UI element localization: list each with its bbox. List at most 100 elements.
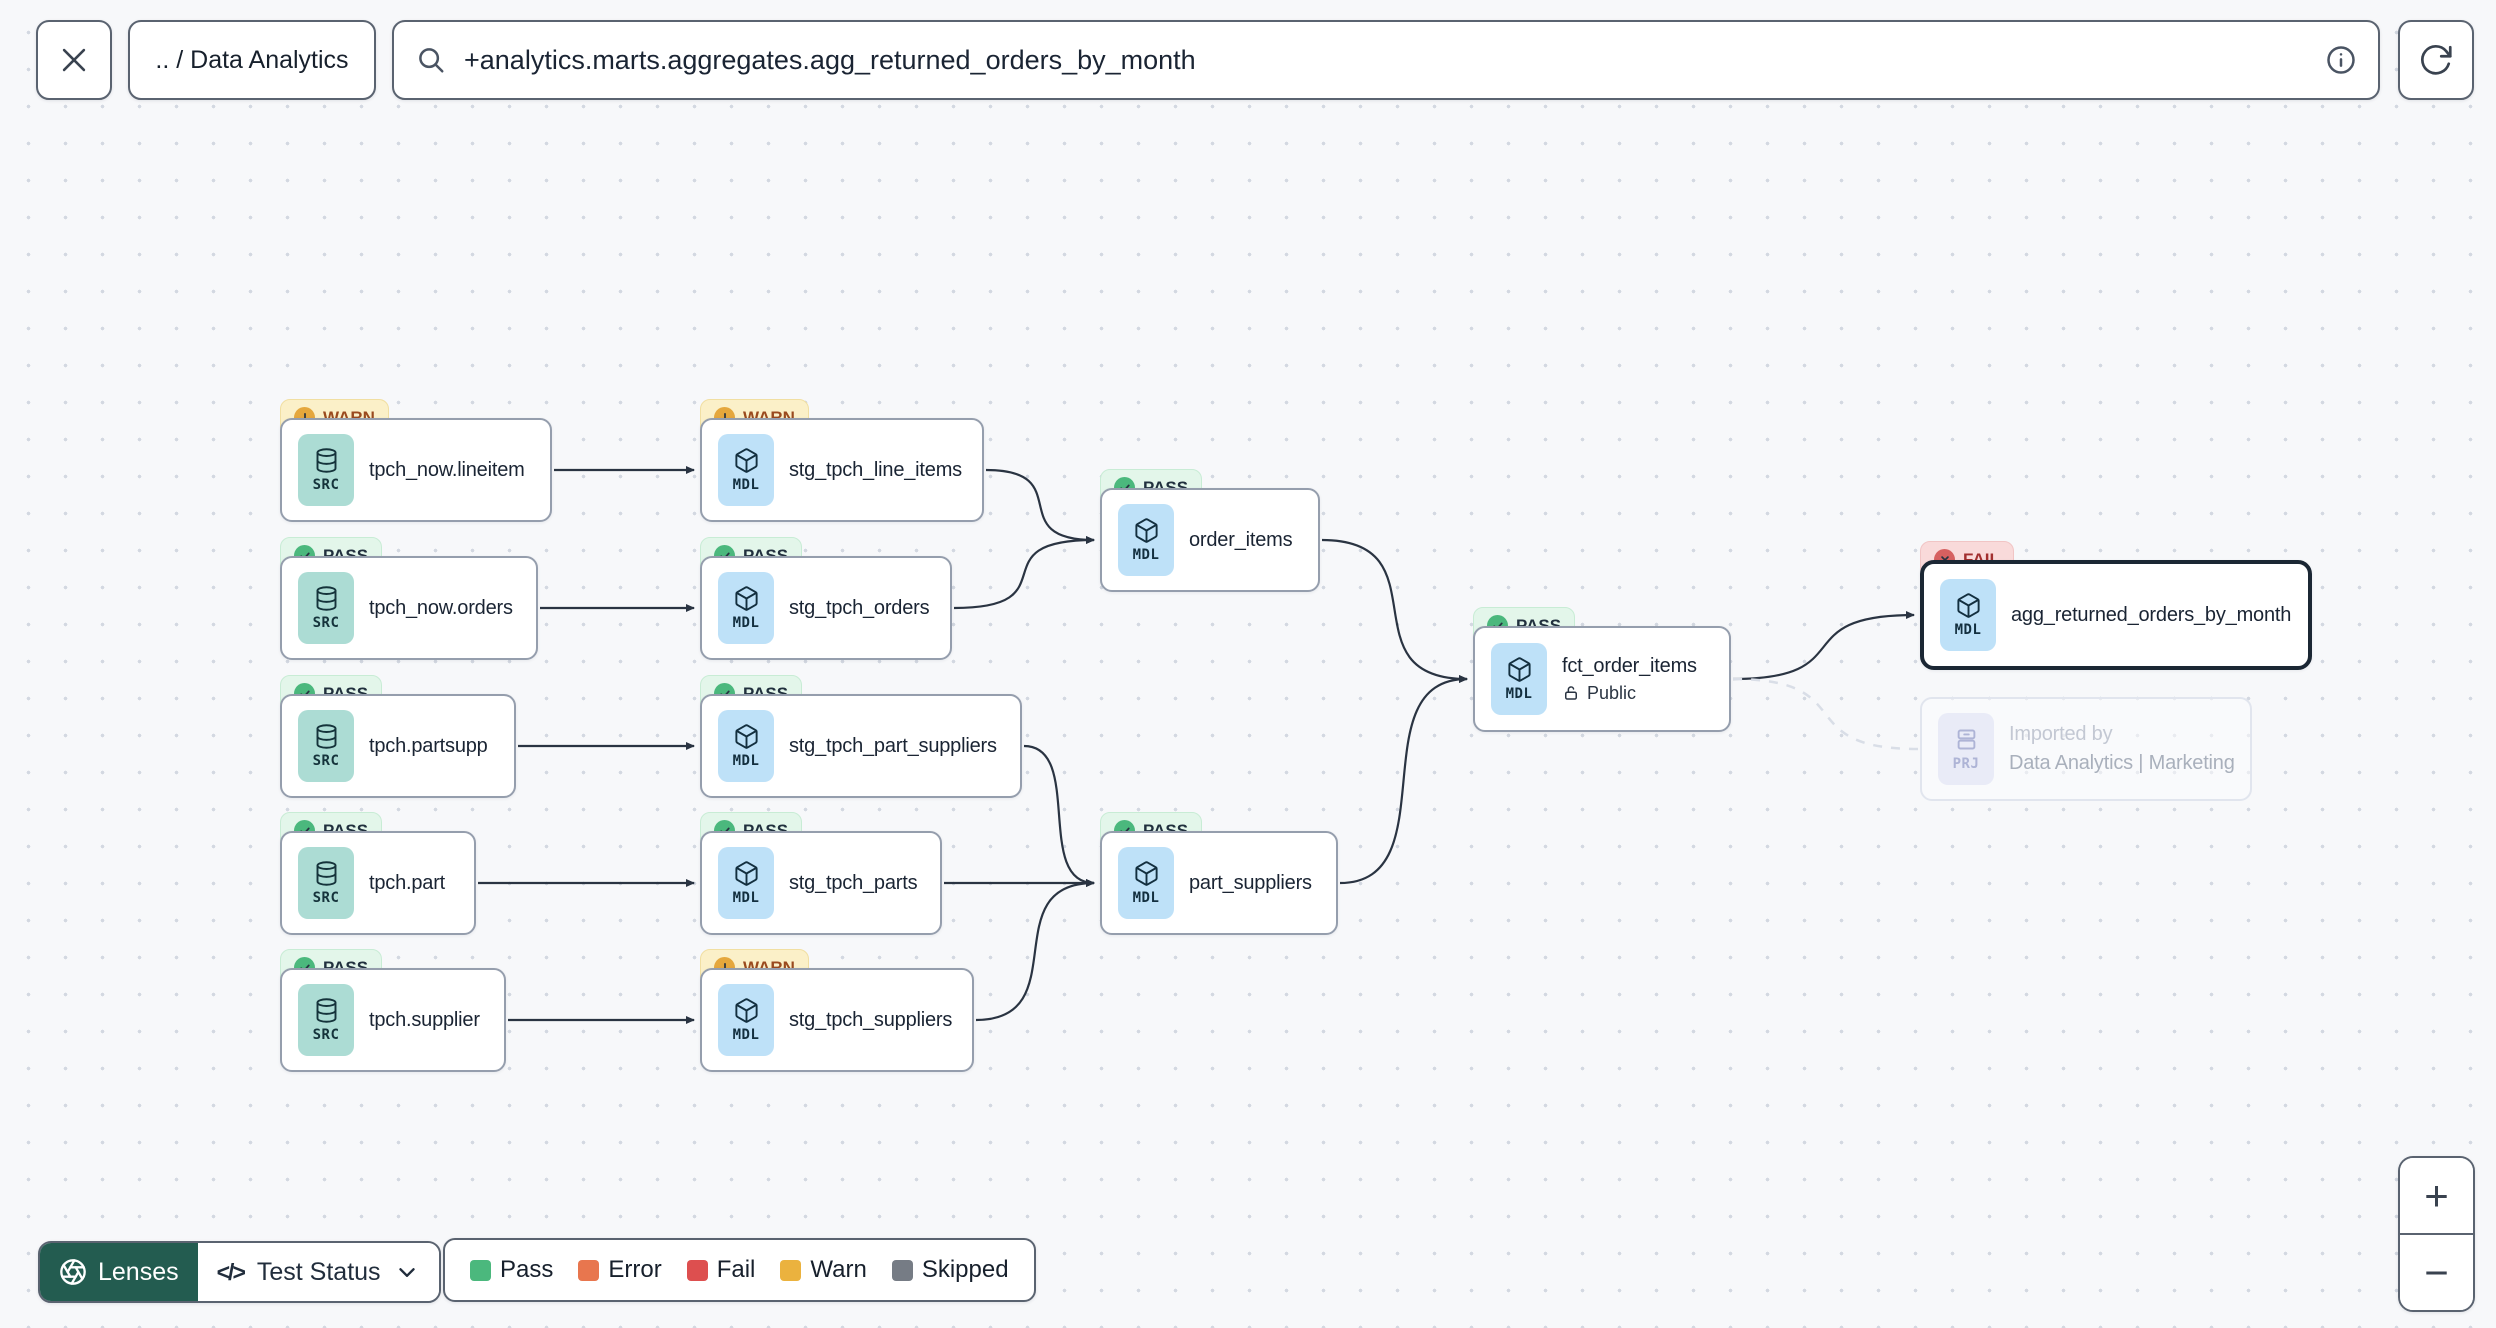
graph-node-tpch_now_lineitem[interactable]: WARN SRC tpch_now.lineitem (280, 399, 552, 522)
graph-node-stg_tpch_parts[interactable]: PASS MDL stg_tpch_parts (700, 812, 942, 935)
graph-node-stg_tpch_part_suppliers[interactable]: PASS MDL stg_tpch_part_suppliers (700, 675, 1022, 798)
node-box[interactable]: SRC tpch.part (280, 831, 476, 935)
src-icon: SRC (298, 572, 354, 644)
legend-label: Pass (500, 1256, 554, 1283)
graph-node-tpch_supplier[interactable]: PASS SRC tpch.supplier (280, 949, 506, 1072)
node-label: stg_tpch_orders (789, 596, 930, 619)
legend-label: Fail (716, 1256, 756, 1283)
close-icon (62, 48, 86, 72)
node-label: tpch_now.orders (369, 596, 513, 619)
node-label: stg_tpch_parts (789, 871, 918, 894)
info-icon[interactable] (2326, 45, 2356, 75)
lens-selector-label: Test Status (256, 1257, 381, 1286)
legend-item-skipped: Skipped (891, 1256, 1009, 1284)
node-box[interactable]: MDL stg_tpch_parts (700, 831, 942, 935)
graph-node-tpch_now_orders[interactable]: PASS SRC tpch_now.orders (280, 537, 538, 660)
node-box: PRJ Imported by Data Analytics | Marketi… (1920, 697, 2252, 801)
node-box[interactable]: SRC tpch_now.lineitem (280, 418, 552, 522)
legend-swatch (578, 1259, 600, 1281)
node-label: stg_tpch_suppliers (789, 1008, 953, 1031)
mdl-icon: MDL (1118, 847, 1174, 919)
refresh-icon (2420, 44, 2452, 75)
lens-pill: Lenses </> Test Status (38, 1241, 441, 1303)
node-label: stg_tpch_part_suppliers (789, 734, 997, 757)
node-box[interactable]: SRC tpch.partsupp (280, 694, 516, 798)
graph-node-tpch_partsupp[interactable]: PASS SRC tpch.partsupp (280, 675, 516, 798)
zoom-out-button[interactable]: − (2400, 1233, 2473, 1310)
graph-node-part_suppliers[interactable]: PASS MDL part_suppliers (1100, 812, 1338, 935)
node-label: part_suppliers (1189, 871, 1312, 894)
node-box[interactable]: MDL agg_returned_orders_by_month (1920, 560, 2312, 670)
src-icon: SRC (298, 434, 354, 506)
node-label: Imported by (2009, 723, 2113, 745)
search-input[interactable] (462, 43, 2310, 77)
node-box[interactable]: SRC tpch.supplier (280, 968, 506, 1072)
graph-node-order_items[interactable]: PASS MDL order_items (1100, 469, 1320, 592)
edge (953, 536, 1095, 610)
mdl-icon: MDL (718, 572, 774, 644)
node-label: tpch.supplier (369, 1008, 480, 1031)
mdl-icon: MDL (718, 984, 774, 1056)
legend-swatch (780, 1259, 802, 1281)
node-label: agg_returned_orders_by_month (2011, 603, 2292, 626)
breadcrumb[interactable]: .. / Data Analytics (128, 20, 376, 100)
edge (975, 879, 1095, 1022)
graph-node-stg_tpch_line_items[interactable]: WARN MDL stg_tpch_line_items (700, 399, 984, 522)
lens-selector[interactable]: </> Test Status (197, 1243, 439, 1301)
node-box[interactable]: MDL order_items (1100, 488, 1320, 592)
node-label: stg_tpch_line_items (789, 458, 962, 481)
legend-item-error: Error (578, 1256, 662, 1284)
edge (1339, 675, 1468, 885)
legend-swatch (891, 1259, 913, 1281)
lenses-button[interactable]: Lenses (40, 1243, 198, 1301)
legend-label: Skipped (921, 1256, 1009, 1283)
src-icon: SRC (298, 847, 354, 919)
lenses-label: Lenses (98, 1257, 179, 1286)
graph-node-stg_tpch_orders[interactable]: PASS MDL stg_tpch_orders (700, 537, 952, 660)
legend-item-pass: Pass (470, 1256, 553, 1284)
graph-node-stg_tpch_suppliers[interactable]: WARN MDL stg_tpch_suppliers (700, 949, 974, 1072)
node-box[interactable]: MDL part_suppliers (1100, 831, 1338, 935)
search-box[interactable] (392, 20, 2380, 100)
edge (985, 468, 1095, 544)
legend-item-warn: Warn (780, 1256, 867, 1284)
legend-swatch (470, 1259, 491, 1281)
graph-node-tpch_part[interactable]: PASS SRC tpch.part (280, 812, 476, 935)
aperture-icon (60, 1259, 86, 1285)
graph-node-agg_returned_orders_by_month[interactable]: FAIL MDL agg_returned_orders_by_month (1920, 541, 2312, 670)
code-icon: </> (216, 1258, 246, 1285)
edge (1321, 538, 1468, 683)
breadcrumb-label: .. / Data Analytics (155, 45, 349, 74)
zoom-in-button[interactable]: + (2400, 1158, 2473, 1233)
mdl-icon: MDL (718, 434, 774, 506)
node-label: fct_order_items (1562, 654, 1697, 677)
node-box[interactable]: SRC tpch_now.orders (280, 556, 538, 660)
node-label: tpch.part (369, 871, 446, 894)
test-status-legend: Pass Error Fail Warn Skipped (443, 1238, 1036, 1302)
node-box[interactable]: MDL stg_tpch_line_items (700, 418, 984, 522)
src-icon: SRC (298, 710, 354, 782)
graph-node-fct_order_items[interactable]: PASS MDL fct_order_items Public (1473, 607, 1731, 732)
node-box[interactable]: MDL fct_order_items Public (1473, 626, 1731, 732)
mdl-icon: MDL (1491, 643, 1547, 715)
mdl-icon: MDL (1118, 504, 1174, 576)
legend-label: Warn (810, 1256, 867, 1283)
node-box[interactable]: MDL stg_tpch_suppliers (700, 968, 974, 1072)
edge (1732, 611, 1915, 681)
legend-item-fail: Fail (686, 1256, 756, 1284)
legend-label: Error (608, 1256, 662, 1283)
refresh-button[interactable] (2398, 20, 2474, 100)
mdl-icon: MDL (718, 710, 774, 782)
chevron-down-icon (398, 1268, 415, 1277)
node-box[interactable]: MDL stg_tpch_orders (700, 556, 952, 660)
close-button[interactable] (36, 20, 112, 100)
node-box[interactable]: MDL stg_tpch_part_suppliers (700, 694, 1022, 798)
prj-icon: PRJ (1938, 713, 1994, 785)
src-icon: SRC (298, 984, 354, 1056)
graph-node-imported_by_project: PRJ Imported by Data Analytics | Marketi… (1920, 697, 2252, 801)
lock-open-icon (1565, 686, 1577, 700)
zoom-controls: + − (2398, 1156, 2475, 1312)
node-label: tpch_now.lineitem (369, 458, 525, 481)
